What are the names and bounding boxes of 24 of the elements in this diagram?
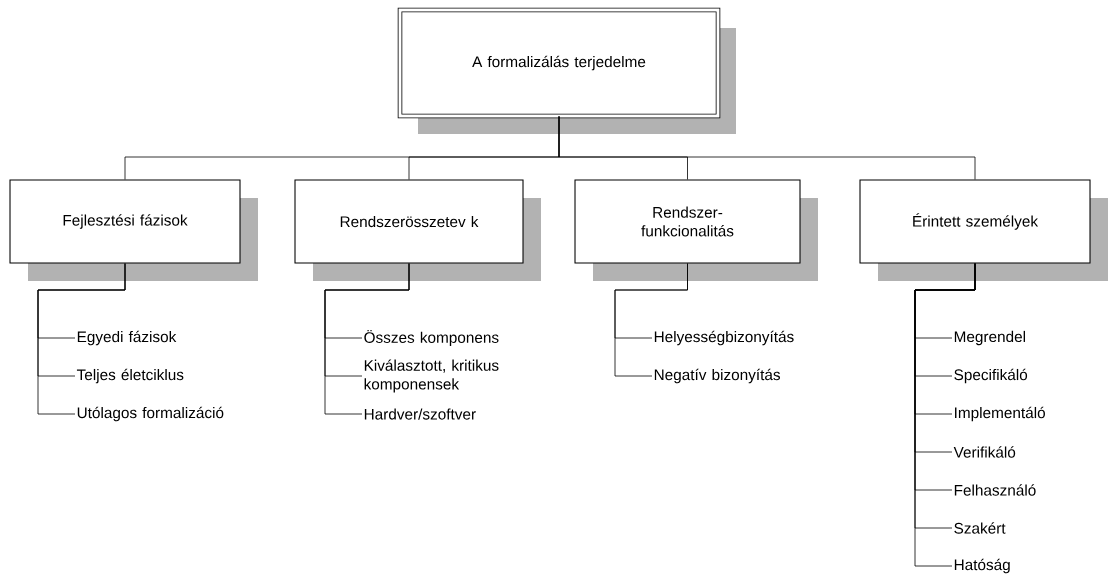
connector-line	[558, 116, 976, 180]
item-text: Specifikáló	[954, 368, 1028, 384]
item-text: Szakért	[954, 522, 1006, 534]
item-text: Verifikáló	[953, 446, 1016, 458]
title-box: A formalizálás terjedelme	[397, 7, 736, 134]
item-text: Felhasználó	[954, 484, 1036, 496]
item-text: Megrendel	[954, 330, 1025, 346]
item-text: Egyedi fázisok	[77, 330, 177, 346]
item-text: Hatóság	[954, 558, 1010, 574]
item-text: Utólagos formalizáció	[77, 406, 224, 422]
item-text: Negatív bizonyítás	[654, 368, 780, 384]
category-box: Rendszer- funkcionalitás	[574, 179, 818, 281]
item-text: Hardver/szoftver	[364, 408, 476, 420]
item-text: Teljes életciklus	[76, 368, 184, 384]
item-text: Kiválasztott, kritikus komponensek	[364, 359, 499, 393]
connector-line	[614, 263, 688, 377]
item-text: Összes komponens	[364, 330, 499, 346]
connector-line	[37, 263, 126, 415]
item-text: Implementáló	[955, 406, 1045, 422]
category-box: Érintett személyek	[859, 179, 1108, 281]
category-box: Rendszerösszetev k	[294, 179, 541, 281]
category-box: Fejlesztési fázisok	[9, 179, 258, 281]
connector-line	[324, 263, 410, 415]
item-text: Helyességbizonyítás	[654, 330, 794, 346]
